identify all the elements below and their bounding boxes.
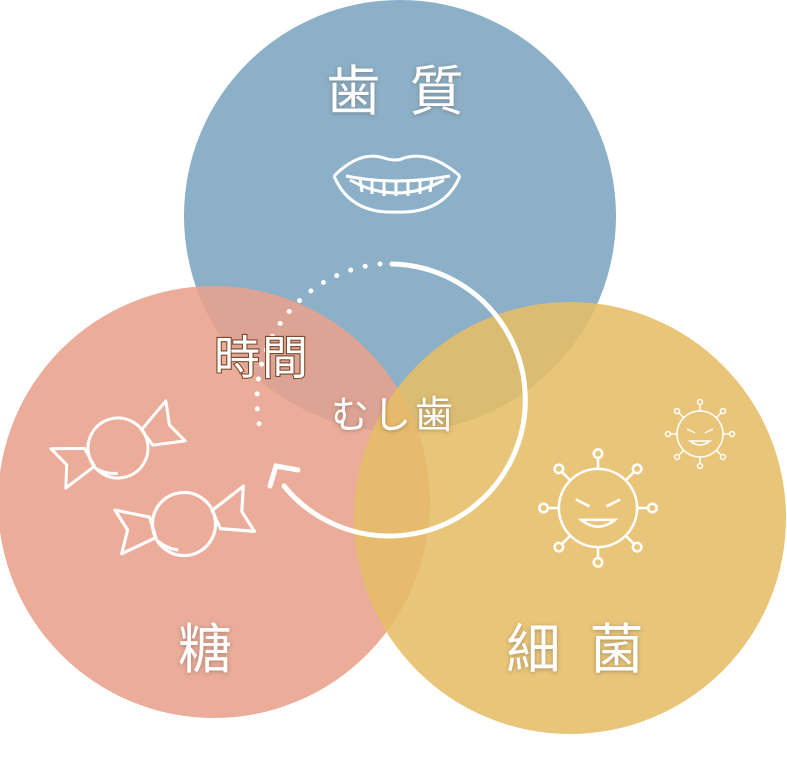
center-label: むし歯 (331, 393, 457, 437)
sugar-label: 糖 (178, 618, 238, 681)
bacteria-circle (354, 302, 786, 734)
sugar-circle (0, 286, 430, 718)
time-label: 時間 (214, 331, 310, 385)
mouth-icon (332, 154, 462, 214)
bacteria-label: 細 菌 (506, 618, 649, 681)
time-cycle-arrow (254, 261, 528, 539)
enamel-label: 歯 質 (326, 60, 469, 123)
